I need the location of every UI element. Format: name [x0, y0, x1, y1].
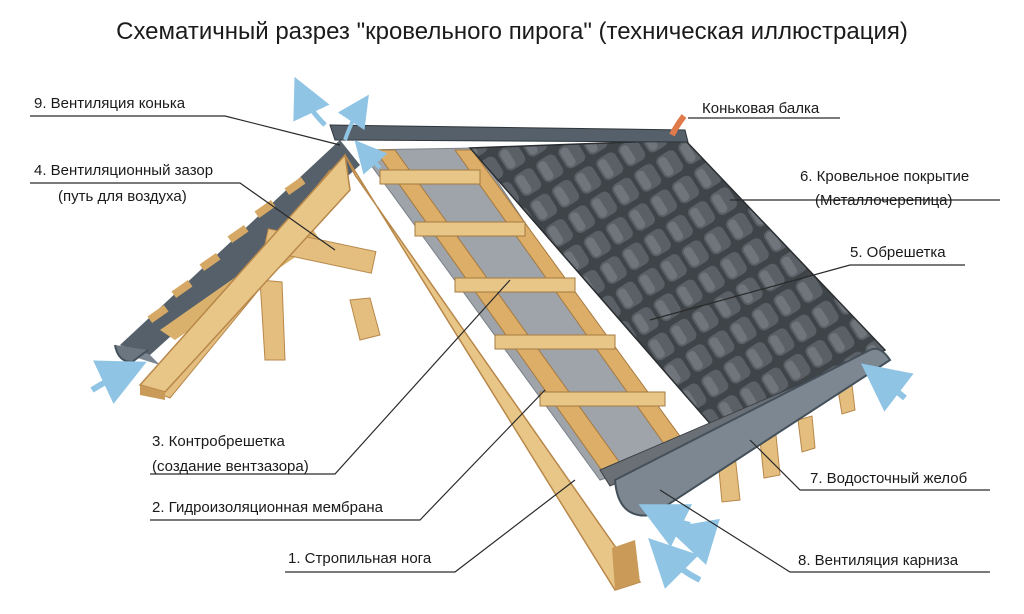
label-ventilation-gap-sub: (путь для воздуха): [58, 188, 187, 205]
gap-arrow: [354, 139, 388, 175]
ridge-vent-arrow-left: [293, 76, 330, 127]
label-rafter: 1. Стропильная нога: [288, 550, 432, 567]
right-eave-arrow: [860, 363, 914, 412]
label-ventilation-gap: 4. Вентиляционный зазор: [34, 162, 214, 179]
leader-1: [285, 479, 576, 573]
label-counter-batten: 3. Контробрешетка: [152, 433, 285, 450]
leader-3: [150, 279, 511, 475]
eave-vent-arrow-3: [648, 538, 702, 589]
label-ridge-ventilation: 9. Вентиляция конька: [34, 95, 186, 112]
label-roofing: 6. Кровельное покрытие: [800, 168, 970, 185]
ridge-vent-arrow-right: [337, 94, 369, 141]
eave-vent-arrow-2: [667, 518, 720, 565]
leader-lines: [30, 115, 1000, 573]
label-counter-batten-sub: (создание вентзазора): [152, 458, 309, 475]
battens-layer: [374, 149, 691, 476]
ridge-beam-arrow: [669, 114, 687, 137]
leader-7: [749, 439, 990, 491]
front-gutter: [613, 347, 892, 517]
front-rafter: [138, 153, 642, 591]
leader-2: [150, 389, 546, 521]
label-gutter: 7. Водосточный желоб: [810, 470, 968, 487]
label-membrane: 2. Гидроизоляционная мембрана: [152, 499, 383, 516]
leader-4: [30, 182, 336, 251]
label-eave-ventilation: 8. Вентиляция карниза: [798, 552, 959, 569]
label-roofing-sub: (Металлочерепица): [815, 192, 953, 209]
label-ridge-beam: Коньковая балка: [702, 100, 820, 117]
diagram-title: Схематичный разрез "кровельного пирога" …: [116, 18, 908, 45]
leader-5: [649, 264, 965, 321]
eave-vent-arrow-1: [638, 504, 693, 548]
air-flow-arrows: [90, 76, 914, 589]
leader-9: [30, 115, 341, 146]
left-eave-arrow: [90, 360, 147, 404]
leader-8: [659, 489, 990, 573]
ridge-beam: [329, 124, 689, 143]
label-battens: 5. Обрешетка: [850, 244, 946, 261]
